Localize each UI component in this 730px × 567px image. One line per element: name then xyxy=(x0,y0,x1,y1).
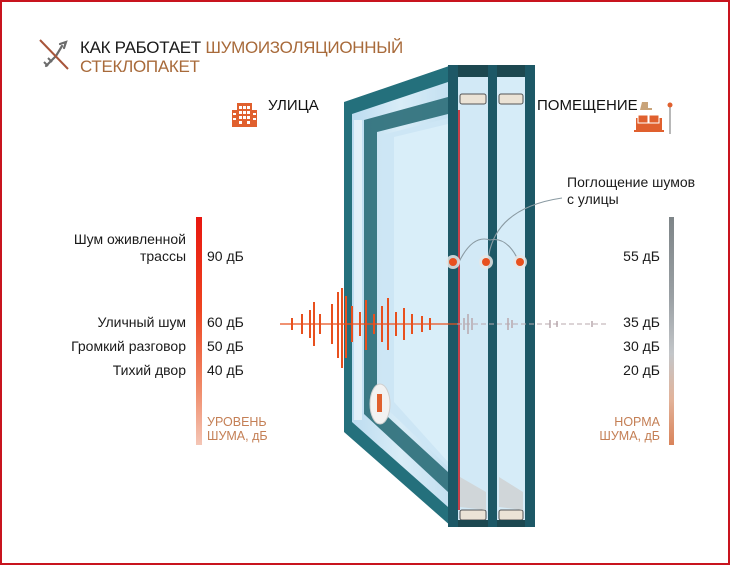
indoor-value-1: 55 дБ xyxy=(623,248,660,264)
row-label-street-noise: Уличный шум xyxy=(97,314,186,330)
indoor-scale-caption: НОРМА ШУМА, дБ xyxy=(599,415,660,443)
building-icon xyxy=(231,101,258,128)
value-street-noise: 60 дБ xyxy=(207,314,244,330)
sofa-lamp-icon xyxy=(632,100,676,138)
callout-line2: с улицы xyxy=(567,191,619,207)
indoor-value-4: 20 дБ xyxy=(623,362,660,378)
callout-line1: Поглощение шумов xyxy=(567,174,696,190)
outside-caption-line1: УРОВЕНЬ xyxy=(207,415,267,429)
indoor-caption-line1: НОРМА xyxy=(614,415,660,429)
indoor-noise-norm-bar xyxy=(669,217,674,445)
row-label-highway: Шум оживленной трассы xyxy=(74,231,186,265)
row-label-quiet-yard: Тихий двор xyxy=(112,362,186,378)
outside-caption-line2: ШУМА, дБ xyxy=(207,429,268,443)
indoor-value-2: 35 дБ xyxy=(623,314,660,330)
outside-scale-caption: УРОВЕНЬ ШУМА, дБ xyxy=(207,415,268,443)
crossed-horn-icon xyxy=(36,36,72,72)
title-part-1: КАК РАБОТАЕТ xyxy=(80,38,201,57)
absorption-callout: Поглощение шумов с улицы xyxy=(567,174,695,208)
page-title: КАК РАБОТАЕТ ШУМОИЗОЛЯЦИОННЫЙ СТЕКЛОПАКЕ… xyxy=(80,38,403,76)
value-loud-talk: 50 дБ xyxy=(207,338,244,354)
row-label-highway-line1: Шум оживленной xyxy=(73,231,186,247)
indoor-caption-line2: ШУМА, дБ xyxy=(599,429,660,443)
value-quiet-yard: 40 дБ xyxy=(207,362,244,378)
row-label-loud-talk: Громкий разговор xyxy=(71,338,186,354)
indoor-value-3: 30 дБ xyxy=(623,338,660,354)
street-label: УЛИЦА xyxy=(268,97,319,114)
outside-noise-scale-bar xyxy=(196,217,202,445)
row-label-highway-line2: трассы xyxy=(139,248,186,264)
title-part-3: СТЕКЛОПАКЕТ xyxy=(80,57,200,76)
value-highway: 90 дБ xyxy=(207,248,244,264)
title-part-2: ШУМОИЗОЛЯЦИОННЫЙ xyxy=(205,38,403,57)
room-label: ПОМЕЩЕНИЕ xyxy=(537,97,638,114)
